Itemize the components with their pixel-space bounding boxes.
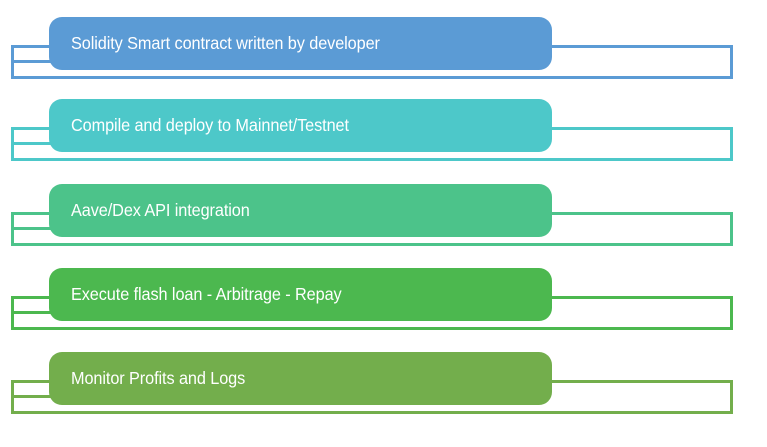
process-step-3-box[interactable]: Aave/Dex API integration bbox=[49, 184, 552, 237]
process-step-4-connector bbox=[11, 311, 53, 314]
process-step-1-label: Solidity Smart contract written by devel… bbox=[71, 32, 380, 53]
process-step-2-label: Compile and deploy to Mainnet/Testnet bbox=[71, 114, 349, 135]
process-step-4[interactable]: Execute flash loan - Arbitrage - Repay bbox=[0, 268, 767, 354]
process-step-5-connector bbox=[11, 395, 53, 398]
process-step-2[interactable]: Compile and deploy to Mainnet/Testnet bbox=[0, 99, 767, 185]
process-step-5-box[interactable]: Monitor Profits and Logs bbox=[49, 352, 552, 405]
process-step-1-connector bbox=[11, 60, 53, 63]
process-step-3[interactable]: Aave/Dex API integration bbox=[0, 184, 767, 270]
process-step-2-box[interactable]: Compile and deploy to Mainnet/Testnet bbox=[49, 99, 552, 152]
process-step-5-label: Monitor Profits and Logs bbox=[71, 367, 246, 388]
process-step-4-label: Execute flash loan - Arbitrage - Repay bbox=[71, 283, 342, 304]
process-step-3-connector bbox=[11, 227, 53, 230]
process-step-3-label: Aave/Dex API integration bbox=[71, 199, 250, 220]
process-step-4-box[interactable]: Execute flash loan - Arbitrage - Repay bbox=[49, 268, 552, 321]
process-step-2-connector bbox=[11, 142, 53, 145]
process-step-5[interactable]: Monitor Profits and Logs bbox=[0, 352, 767, 438]
process-step-1[interactable]: Solidity Smart contract written by devel… bbox=[0, 17, 767, 103]
process-step-1-box[interactable]: Solidity Smart contract written by devel… bbox=[49, 17, 552, 70]
